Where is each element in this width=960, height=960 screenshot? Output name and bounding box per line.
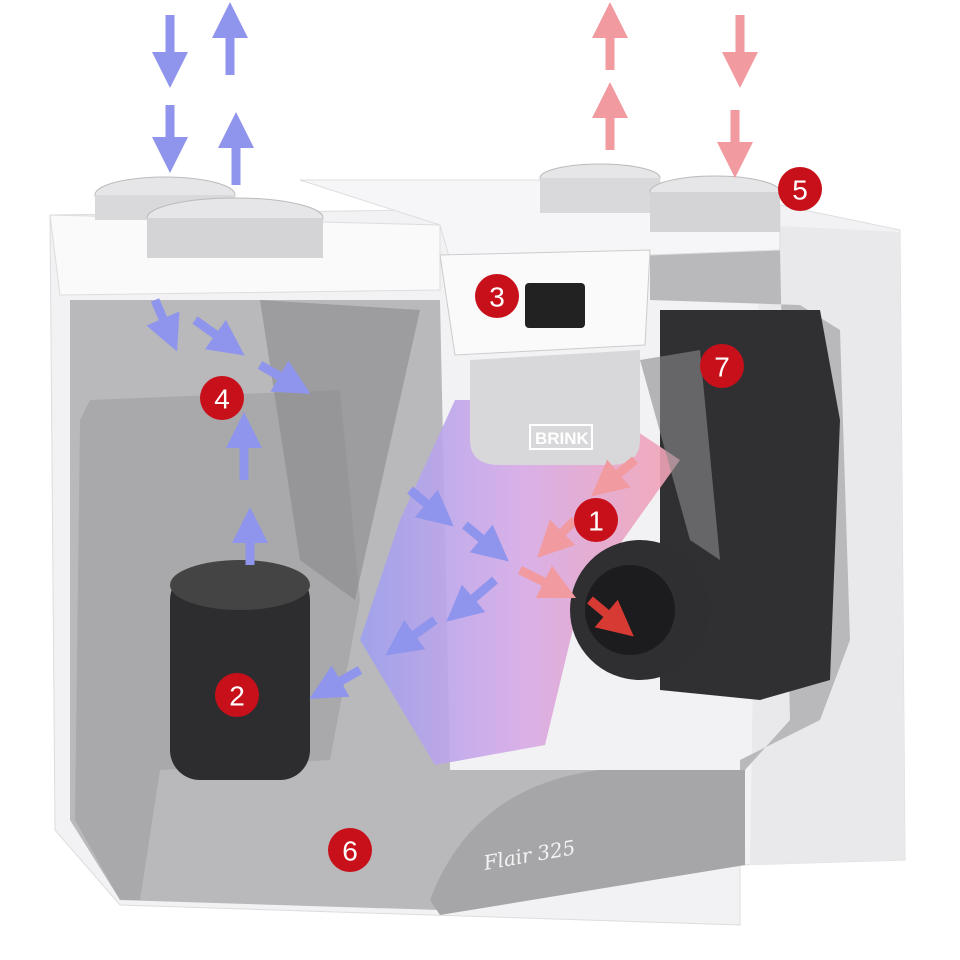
marker-1: 1 <box>574 498 618 542</box>
supply-fan <box>170 560 310 780</box>
brand-logo <box>529 424 593 450</box>
exhaust-fan <box>570 540 710 680</box>
marker-3: 3 <box>475 274 519 318</box>
duct-connectors <box>94 163 781 258</box>
svg-text:5: 5 <box>792 175 808 206</box>
brand-logo-text: BRINK <box>535 429 590 448</box>
marker-2: 2 <box>215 673 259 717</box>
svg-text:6: 6 <box>342 836 358 867</box>
svg-text:2: 2 <box>229 681 245 712</box>
front-panel: Flair 325 <box>430 770 745 915</box>
display-screen <box>525 283 585 328</box>
exhaust-air-arrows <box>517 2 758 637</box>
svg-text:4: 4 <box>214 384 230 415</box>
svg-text:1: 1 <box>588 506 604 537</box>
marker-6: 6 <box>328 828 372 872</box>
marker-5: 5 <box>778 167 822 211</box>
svg-text:3: 3 <box>489 282 505 313</box>
marker-4: 4 <box>200 376 244 420</box>
svg-text:7: 7 <box>714 352 730 383</box>
marker-7: 7 <box>700 344 744 388</box>
fresh-air-arrows <box>146 2 509 699</box>
